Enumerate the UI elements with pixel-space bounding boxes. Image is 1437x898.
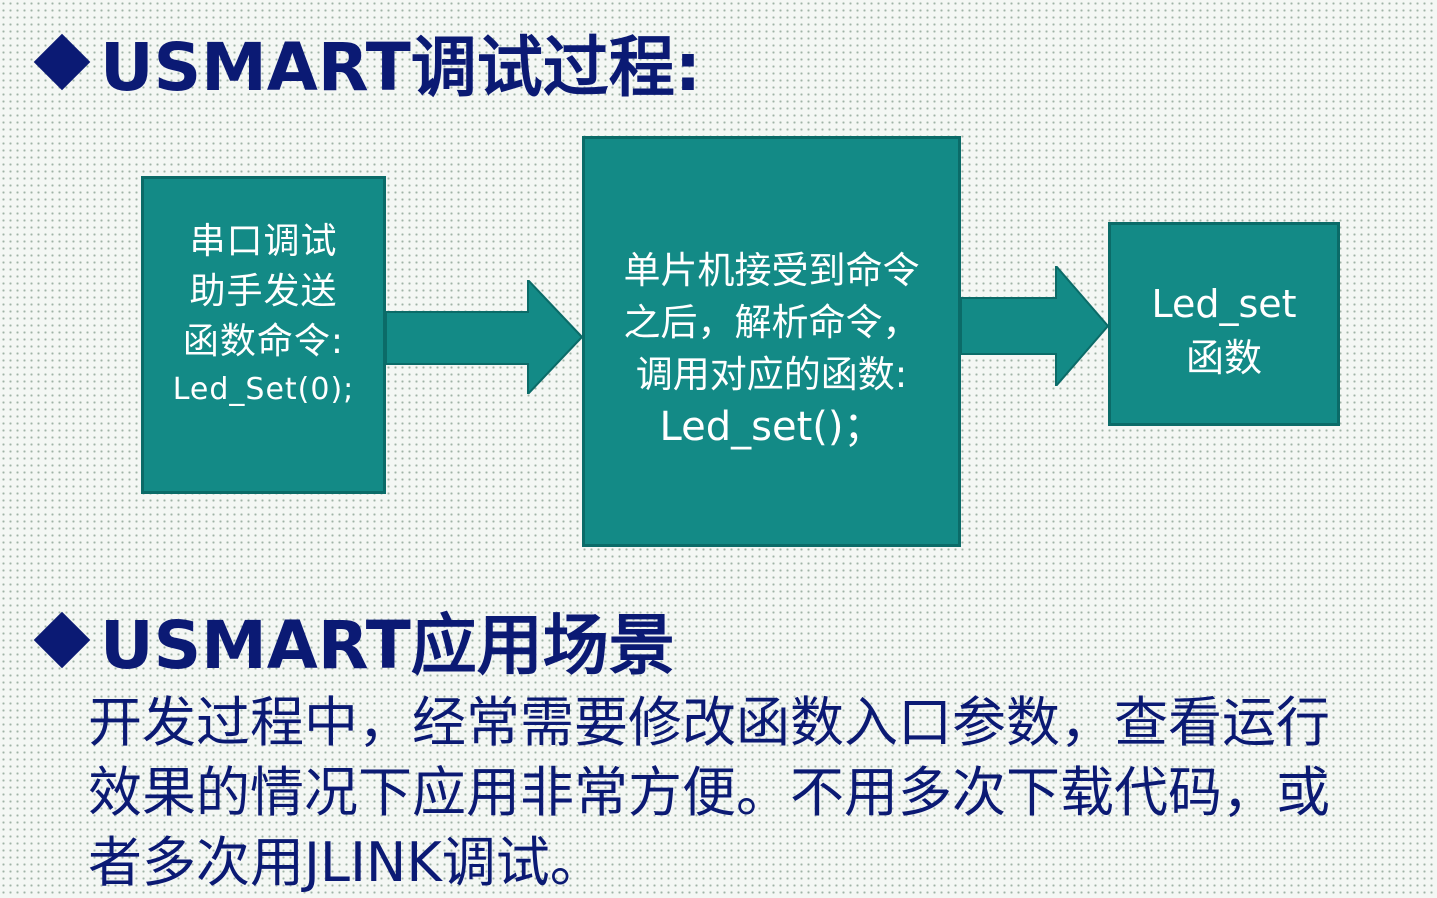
flow-box-led-set-function: Led_set 函数 bbox=[1108, 222, 1340, 426]
flow-box-code: Led_Set(0); bbox=[172, 372, 355, 407]
flow-box-text: 函数 bbox=[1185, 336, 1262, 380]
paragraph-line: 效果的情况下应用非常方便。不用多次下载代码，或 bbox=[88, 761, 1330, 824]
flow-box-text: 之后，解析命令， bbox=[623, 301, 920, 344]
use-case-paragraph: 开发过程中，经常需要修改函数入口参数，查看运行 效果的情况下应用非常方便。不用多… bbox=[88, 688, 1398, 898]
paragraph-line: 开发过程中，经常需要修改函数入口参数，查看运行 bbox=[88, 691, 1330, 754]
flow-box-mcu-parse: 单片机接受到命令 之后，解析命令， 调用对应的函数: Led_set()； bbox=[582, 136, 961, 547]
section-title: USMART调试过程: bbox=[100, 29, 702, 106]
diamond-bullet-icon bbox=[33, 611, 91, 669]
section-title: USMART应用场景 bbox=[100, 607, 675, 684]
section-heading-debug-process: USMART调试过程: bbox=[30, 14, 701, 110]
flow-box-text: Led_set bbox=[1151, 282, 1297, 326]
flow-box-text: 单片机接受到命令 bbox=[623, 249, 920, 292]
flow-box-code: Led_set()； bbox=[659, 404, 884, 450]
section-heading-use-cases: USMART应用场景 bbox=[30, 592, 675, 688]
flow-box-text: 函数命令: bbox=[182, 321, 345, 362]
right-arrow-icon bbox=[386, 280, 582, 394]
paragraph-line: 者多次用JLINK调试。 bbox=[88, 831, 604, 894]
flow-box-serial-assistant: 串口调试 助手发送 函数命令: Led_Set(0); bbox=[141, 176, 386, 494]
diamond-bullet-icon bbox=[33, 33, 91, 91]
right-arrow-icon bbox=[961, 266, 1108, 386]
flow-box-text: 调用对应的函数: bbox=[635, 353, 908, 396]
flow-box-text: 助手发送 bbox=[189, 271, 338, 312]
flow-box-text: 串口调试 bbox=[189, 221, 338, 262]
